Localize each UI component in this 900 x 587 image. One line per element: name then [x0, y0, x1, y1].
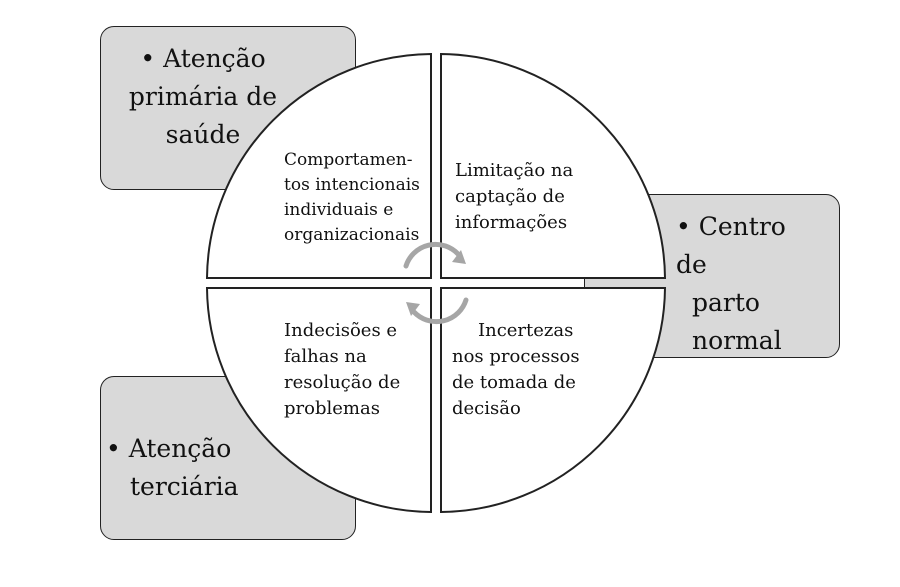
- quadrant-bottom-right-shape: [440, 287, 667, 514]
- quadrant-bottom-left-shape: [205, 287, 432, 514]
- box-atencao-primaria-text: •Atenção primária de saúde: [128, 44, 278, 149]
- box-atencao-terciaria-text: •Atenção terciária: [106, 434, 239, 501]
- quadrant-bottom-left-text: Indecisões e falhas na resolução de prob…: [284, 320, 401, 419]
- quadrant-bottom-right-text: Incertezas nos processos de tomada de de…: [452, 320, 580, 419]
- cycle-arrows-icon: [403, 241, 469, 325]
- quadrant-top-left-text: Comportamen- tos intencionais individuai…: [284, 150, 420, 245]
- quadrant-top-right-text: Limitação na captação de informações: [455, 160, 574, 233]
- quadrant-top-right-shape: [440, 52, 667, 279]
- box-centro-parto-normal-text: •Centro de parto normal: [676, 212, 786, 355]
- quadrant-top-left-shape: [205, 52, 432, 279]
